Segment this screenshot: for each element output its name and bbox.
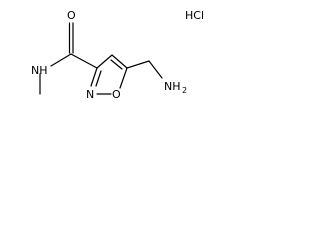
bond-c3-n (90, 67, 98, 87)
bond-c5-c4-double (110, 59, 123, 70)
chemical-structure: O NH N O NH 2 HCl (31, 9, 204, 101)
amine-subscript-label: 2 (182, 86, 187, 95)
bond-carbonyl-nh (50, 53, 72, 67)
hcl-salt-label: HCl (185, 9, 204, 22)
amine-label: NH (164, 80, 181, 93)
amide-nh-label: NH (31, 64, 48, 77)
bond-c5-c4 (111, 54, 128, 69)
bond-ch2-nh2 (148, 60, 163, 79)
atom-labels: O NH N O NH 2 HCl (31, 9, 204, 101)
bond-carbonyl-c3 (70, 53, 98, 69)
bond-o-c5 (119, 67, 128, 89)
bond-c4-c3 (96, 54, 113, 69)
amide-oxygen-label: O (67, 9, 76, 22)
ring-nitrogen-label: N (86, 88, 94, 101)
ring-oxygen-label: O (112, 88, 121, 101)
bond-c5-ch2 (126, 60, 150, 69)
bond-c3-n-double (95, 70, 102, 87)
bonds (39, 22, 163, 95)
